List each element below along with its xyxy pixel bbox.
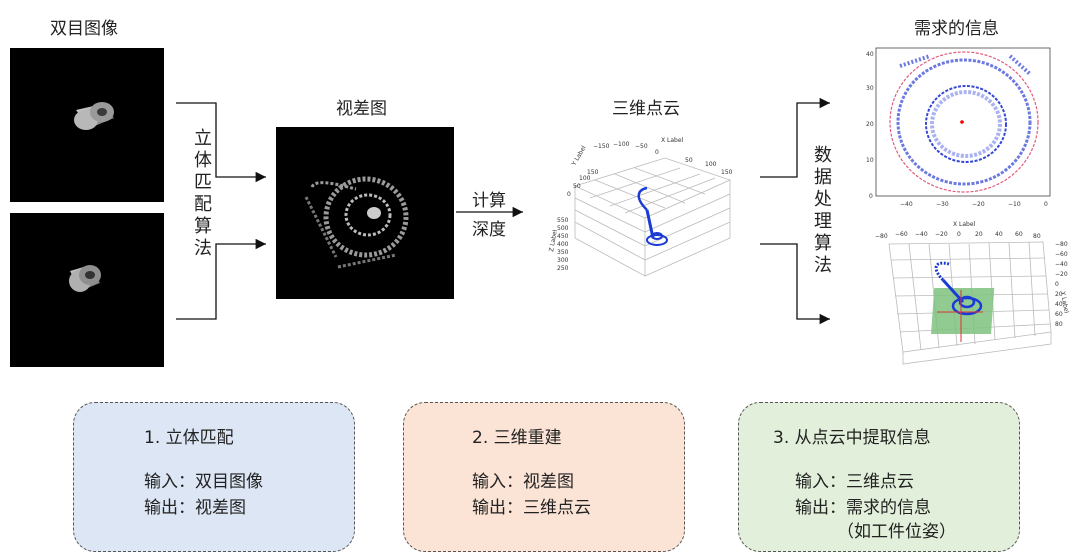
char: 匹: [194, 172, 212, 193]
top-plot-xtick: −30: [936, 201, 949, 208]
cloud-x-tick: 50: [685, 157, 693, 164]
cloud-x-tick: 0: [655, 149, 659, 156]
bottom-plot-ytick: 20: [1055, 291, 1063, 298]
char: 法: [814, 255, 832, 276]
char: 处: [814, 189, 832, 210]
step-3-output-note: （如工件位姿）: [837, 522, 956, 542]
bottom-plot-xtick: 60: [1015, 231, 1023, 238]
top-plot-xtick: −20: [972, 201, 985, 208]
cloud-y-tick: 0: [567, 191, 571, 198]
bottom-plot-zlabel: Y Label: [1059, 290, 1070, 314]
cloud-x-tick: 100: [705, 161, 717, 168]
bottom-plot-xtick: −80: [875, 233, 888, 240]
cloud-x-tick: 150: [721, 169, 733, 176]
step-3-input: 输入：三维点云: [795, 472, 914, 492]
step-box-2: 2. 三维重建 输入：视差图 输出：三维点云: [403, 402, 685, 552]
stereo-matching-vertical-label: 立 体 匹 配 算 法: [193, 128, 213, 260]
top-plot-ytick: 10: [866, 157, 874, 164]
arrow-info-bottom: [760, 243, 830, 325]
char: 配: [194, 194, 212, 215]
cloud-x-label: X Label: [661, 137, 684, 144]
step-2-output: 输出：三维点云: [472, 498, 591, 518]
bottom-plot-xtick: −40: [915, 231, 928, 238]
bottom-plot-xtick: 80: [1033, 233, 1041, 240]
step-1-output: 输出：视差图: [144, 498, 246, 518]
info-bottom-plot: X Label −80 −60 −40 −20 0 20 40 60 80 −8…: [875, 220, 1073, 368]
top-plot-ytick: 20: [866, 121, 874, 128]
cloud-z-tick: 550: [557, 217, 569, 224]
char: 算: [194, 216, 212, 237]
cloud-z-tick: 300: [557, 257, 569, 264]
char: 立: [194, 128, 212, 149]
cloud-title: 三维点云: [612, 99, 680, 119]
char: 数: [814, 145, 832, 166]
step-3-title: 3. 从点云中提取信息: [773, 428, 931, 448]
bottom-plot-xlabel: X Label: [953, 221, 976, 228]
info-title: 需求的信息: [914, 19, 999, 39]
top-plot-ytick: 30: [866, 85, 874, 92]
arrow-stereo-bottom: [176, 238, 266, 320]
cloud-y-tick: 150: [587, 169, 599, 176]
cloud-z-tick: 450: [557, 233, 569, 240]
bottom-plot-ytick: −60: [1055, 251, 1068, 258]
disparity-title: 视差图: [336, 99, 387, 119]
step-box-3: 3. 从点云中提取信息 输入：三维点云 输出：需求的信息 （如工件位姿）: [738, 402, 1020, 552]
char: 法: [194, 238, 212, 259]
bottom-plot-ytick: 80: [1055, 321, 1063, 328]
arrow-stereo-top: [176, 102, 266, 183]
top-plot-ytick: 40: [866, 51, 874, 58]
stereo-image-left: [10, 48, 164, 202]
bottom-plot-xtick: 40: [995, 231, 1003, 238]
char: 据: [814, 167, 832, 188]
cloud-z-tick: 350: [557, 249, 569, 256]
char: 体: [194, 150, 212, 171]
disparity-image: [276, 127, 454, 299]
stereo-title: 双目图像: [50, 19, 118, 39]
stereo-image-right: [10, 213, 164, 367]
cloud-z-tick: 400: [557, 241, 569, 248]
cloud-z-label: Z Label: [548, 229, 559, 252]
cloud-x-tick: −100: [613, 141, 630, 148]
cloud-x-tick: −150: [593, 143, 610, 150]
step-3-output: 输出：需求的信息: [795, 498, 931, 518]
step-2-title: 2. 三维重建: [472, 428, 562, 448]
arrow-info-top: [760, 97, 830, 178]
bottom-plot-xtick: 0: [957, 231, 961, 238]
cloud-x-tick: −50: [635, 143, 648, 150]
bottom-plot-ytick: 60: [1055, 311, 1063, 318]
cloud-z-tick: 250: [557, 265, 569, 272]
data-processing-vertical-label: 数 据 处 理 算 法: [813, 145, 833, 277]
info-top-plot: 40 30 20 10 0 −40 −30 −20 −10 0: [860, 42, 1060, 212]
top-plot-ytick: 0: [869, 193, 873, 200]
step-1-input: 输入：双目图像: [144, 472, 263, 492]
bottom-plot-ytick: −20: [1055, 271, 1068, 278]
top-plot-xtick: 0: [1044, 201, 1048, 208]
step-box-1: 1. 立体匹配 输入：双目图像 输出：视差图: [73, 402, 355, 552]
bottom-plot-ytick: −80: [1055, 241, 1068, 248]
char: 理: [814, 211, 832, 232]
cloud-z-tick: 500: [557, 225, 569, 232]
bottom-plot-xtick: −20: [935, 231, 948, 238]
top-plot-xtick: −40: [900, 201, 913, 208]
bottom-plot-xtick: −60: [895, 231, 908, 238]
bottom-plot-ytick: 40: [1055, 301, 1063, 308]
compute-depth-line1: 计算: [472, 191, 506, 211]
point-cloud-plot: X Label −150 −100 −50 0 50 100 150 Y Lab…: [535, 128, 760, 278]
char: 算: [814, 233, 832, 254]
step-1-title: 1. 立体匹配: [144, 428, 234, 448]
cloud-y-label: Y Label: [570, 144, 588, 167]
cloud-y-tick: 100: [579, 175, 591, 182]
step-2-input: 输入：视差图: [472, 472, 574, 492]
bottom-plot-ytick: 0: [1055, 281, 1059, 288]
cloud-y-tick: 50: [573, 183, 581, 190]
bottom-plot-xtick: 20: [975, 231, 983, 238]
bottom-plot-ytick: −40: [1055, 261, 1068, 268]
compute-depth-line2: 深度: [472, 220, 506, 240]
top-plot-xtick: −10: [1008, 201, 1021, 208]
